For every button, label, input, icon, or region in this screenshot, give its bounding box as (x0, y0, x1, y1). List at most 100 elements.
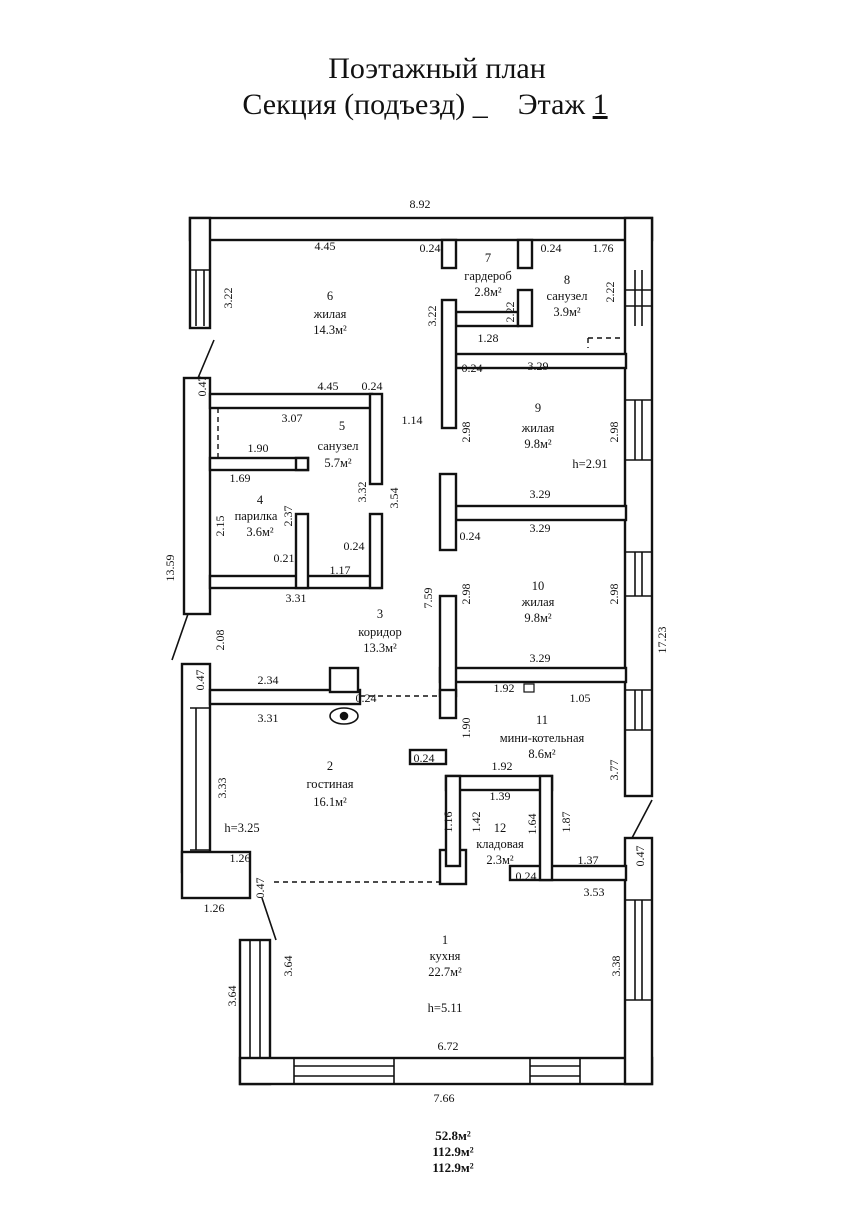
dim-label: 1.17 (330, 563, 351, 577)
wall-r9-left-low (438, 472, 458, 552)
room-11-number: 11 (536, 713, 548, 727)
dim-label: 2.34 (258, 673, 279, 687)
dim-label: 3.07 (282, 411, 303, 425)
outer-wall-left-top (188, 216, 212, 330)
room-6-area: 14.3м² (313, 323, 347, 337)
dim-label: 3.64 (225, 986, 239, 1007)
dim-label: 2.98 (459, 584, 473, 605)
room-5-area: 5.7м² (324, 456, 352, 470)
wall-r8-left (516, 288, 534, 328)
leader-right (631, 799, 653, 839)
dim-label: 1.92 (494, 681, 515, 695)
openings (217, 337, 625, 883)
room-5-number: 5 (339, 419, 345, 433)
leader-mid-left (171, 613, 189, 661)
dim-label: 0.24 (414, 751, 435, 765)
dim-label: 17.23 (655, 627, 669, 654)
dim-top-overall: 8.92 (410, 197, 431, 211)
room-12-number: 12 (494, 821, 507, 835)
wall-r12-top-stub (408, 748, 448, 766)
dim-label: 3.22 (221, 288, 235, 309)
room-1-area: 22.7м² (428, 965, 462, 979)
dim-label: 0.24 (420, 241, 441, 255)
wall-r3-pillar (328, 666, 360, 694)
dim-label: 3.54 (387, 488, 401, 509)
dim-label: 6.72 (438, 1039, 459, 1053)
wall-r5-mid (208, 456, 310, 472)
room-5-name: санузел (318, 439, 359, 453)
room-7-name: гардероб (464, 269, 512, 283)
wall-r4-partition (294, 512, 310, 590)
dim-label: 1.69 (230, 471, 251, 485)
dim-label: 4.45 (315, 239, 336, 253)
dim-label: 3.29 (530, 487, 551, 501)
room-4-number: 4 (257, 493, 264, 507)
room-7-area: 2.8м² (474, 285, 502, 299)
room-1-height: h=5.11 (428, 1001, 463, 1015)
dim-label: 0.21 (274, 551, 295, 565)
dim-bottom-overall: 7.66 (434, 1091, 455, 1105)
room-10-name: жилая (521, 595, 555, 609)
total-area-3: 112.9м² (432, 1160, 473, 1175)
room-7-number: 7 (485, 251, 491, 265)
room-8-name: санузел (547, 289, 588, 303)
room-12-area: 2.3м² (486, 853, 514, 867)
dim-label: 2.15 (213, 516, 227, 537)
room-3-name: коридор (358, 625, 402, 639)
dim-label: 3.31 (286, 591, 307, 605)
dim-label: 1.42 (469, 812, 483, 833)
dim-label: 0.24 (356, 691, 377, 705)
room-6-number: 6 (327, 289, 333, 303)
room-10-number: 10 (532, 579, 545, 593)
dim-label: 0.47 (253, 878, 267, 899)
dim-label: 1.26 (230, 851, 251, 865)
leader-lines (171, 339, 653, 941)
wall-r7-left-top (440, 238, 458, 270)
room-8-number: 8 (564, 273, 570, 287)
total-area-2: 112.9м² (432, 1144, 473, 1159)
room-2-height: h=3.25 (224, 821, 259, 835)
dim-label: 3.33 (215, 778, 229, 799)
dim-label: 3.22 (425, 306, 439, 327)
dim-label: 3.29 (530, 521, 551, 535)
room-9-area: 9.8м² (524, 437, 552, 451)
wall-r10-top (454, 504, 628, 522)
total-area-1: 52.8м² (435, 1128, 471, 1143)
dim-label: 3.77 (607, 760, 621, 781)
room-2-area: 16.1м² (313, 795, 347, 809)
wall-r10-left (438, 594, 458, 698)
dim-label: 0.47 (193, 670, 207, 691)
door-marker-icon (523, 683, 535, 693)
room-3-number: 3 (377, 607, 383, 621)
dim-label: 1.92 (492, 759, 513, 773)
dim-label: 2.37 (281, 506, 295, 527)
dim-label: 0.24 (460, 529, 481, 543)
dim-label: 1.28 (478, 331, 499, 345)
outer-wall-corner (180, 850, 252, 900)
dim-label: 1.90 (459, 718, 473, 739)
outer-wall-right (623, 216, 654, 798)
wall-r5-right (368, 392, 384, 486)
wall-r12-right (538, 774, 554, 882)
leader-upper-left (197, 339, 215, 379)
dim-label: 0.24 (344, 539, 365, 553)
wall-r4-right (368, 512, 384, 590)
dim-label: 3.31 (258, 711, 279, 725)
wall-r11-left (438, 688, 458, 720)
dim-label: 0.47 (195, 376, 209, 397)
wall-r5-stub (294, 456, 310, 472)
room-6-name: жилая (313, 307, 347, 321)
outer-wall-top (188, 216, 654, 242)
dim-label: 1.26 (204, 901, 225, 915)
dim-label: 1.76 (593, 241, 614, 255)
dim-label: 7.59 (421, 588, 435, 609)
dim-label: 3.29 (530, 651, 551, 665)
dim-label: 1.39 (490, 789, 511, 803)
section-label: Секция (подъезд) _ (242, 88, 488, 121)
leader-bottom-left (261, 897, 277, 941)
room-9-height: h=2.91 (572, 457, 607, 471)
dim-label: 2.22 (603, 282, 617, 303)
dim-label: 1.16 (441, 812, 455, 833)
room-10-area: 9.8м² (524, 611, 552, 625)
